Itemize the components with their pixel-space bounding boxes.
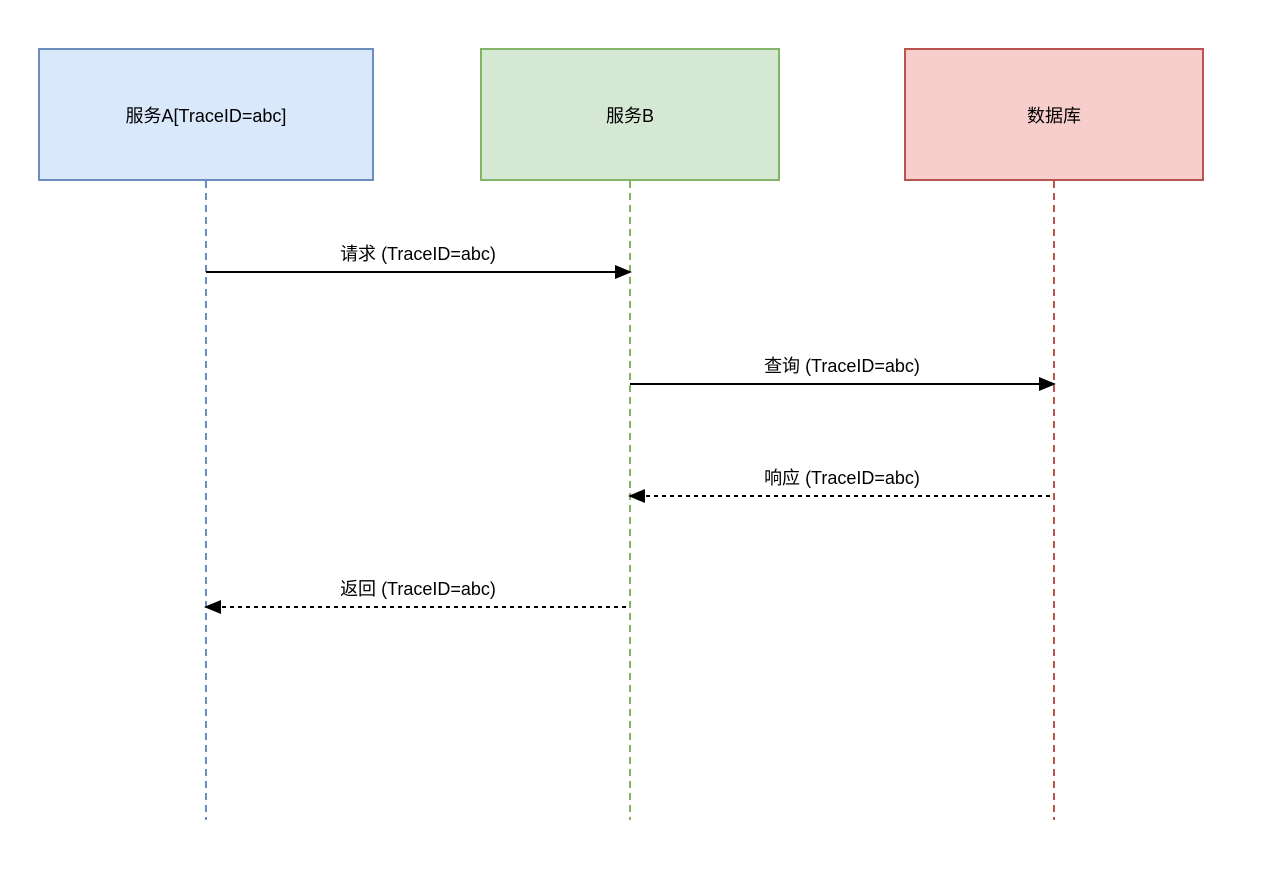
participant-label-service-a: 服务A[TraceID=abc] — [125, 105, 287, 126]
participant-box-service-a: 服务A[TraceID=abc] — [38, 48, 374, 181]
participant-label-service-b: 服务B — [605, 105, 654, 126]
message-request-label: 请求 (TraceID=abc) — [340, 244, 496, 264]
arrowhead-left-icon — [204, 600, 221, 614]
lifeline-service-a — [205, 181, 207, 820]
message-response-line — [630, 495, 1054, 497]
arrowhead-right-icon — [615, 265, 632, 279]
message-return-line — [206, 606, 630, 608]
participant-box-database: 数据库 — [904, 48, 1204, 181]
message-return-label: 返回 (TraceID=abc) — [340, 579, 496, 599]
lifeline-database — [1053, 181, 1055, 820]
participant-box-service-b: 服务B — [480, 48, 780, 181]
participant-label-database: 数据库 — [1027, 105, 1081, 126]
message-request-line — [206, 271, 630, 273]
message-query-label: 查询 (TraceID=abc) — [764, 356, 920, 376]
arrowhead-left-icon — [628, 489, 645, 503]
arrowhead-right-icon — [1039, 377, 1056, 391]
message-response-label: 响应 (TraceID=abc) — [764, 468, 920, 488]
message-query-line — [630, 383, 1054, 385]
